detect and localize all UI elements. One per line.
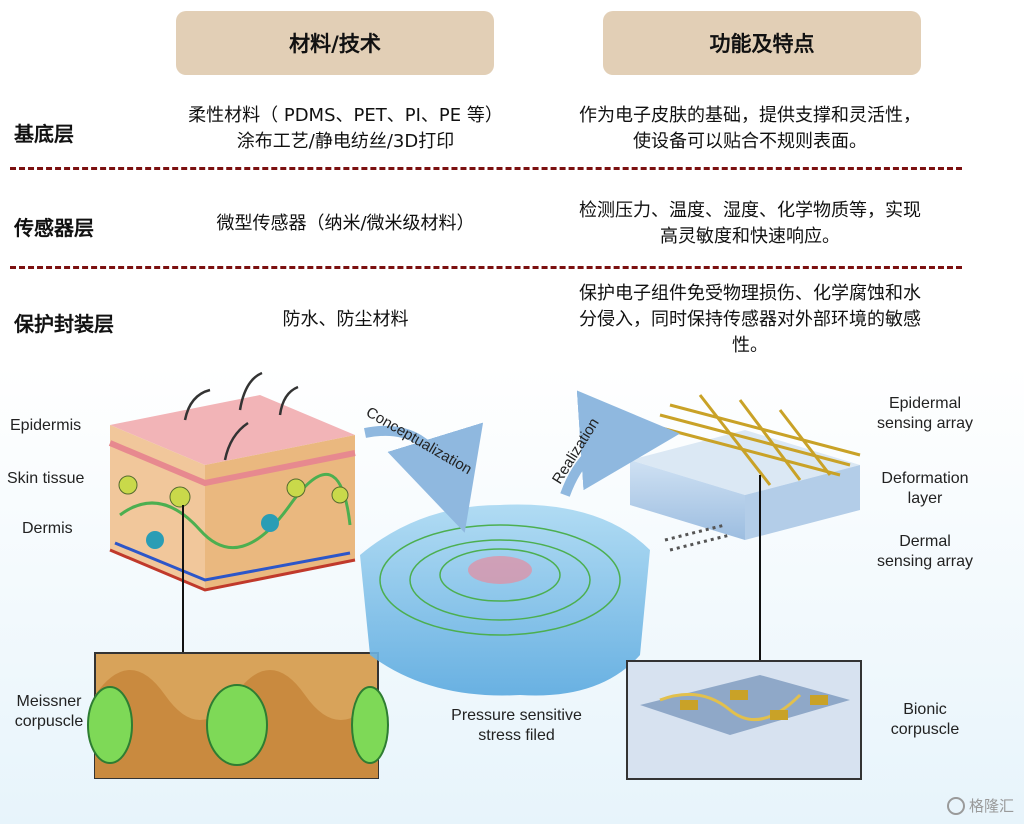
row-label-substrate: 基底层 [14,122,74,146]
row-encapsulation-function: 保护电子组件免受物理损伤、化学腐蚀和水 分侵入，同时保持传感器对外部环境的敏感 … [579,283,921,356]
electronic-skin-illustration: Conceptualization Realization [0,365,1024,824]
row-label-encapsulation: 保护封装层 [14,312,114,336]
label-bionic: Bionic corpuscle [890,701,960,738]
row-substrate-materials: 柔性材料（ PDMS、PET、PI、PE 等） 涂布工艺/静电纺丝/3D打印 [188,105,503,152]
bionic-inset [626,660,862,780]
meissner-inset [87,652,389,779]
row-divider [10,266,962,269]
label-dermal-array: Dermal sensing array [876,533,974,570]
conceptualization-arrow [364,422,484,533]
row-encapsulation-materials: 防水、防尘材料 [282,309,409,330]
label-epidermal-array: Epidermal sensing array [876,395,974,432]
row-sensor-function: 检测压力、温度、湿度、化学物质等，实现 高灵敏度和快速响应。 [579,200,921,247]
header-materials: 材料/技术 [176,11,494,75]
row-label-sensor: 传感器层 [14,216,94,240]
label-skin-tissue: Skin tissue [7,470,85,487]
row-divider [10,167,962,170]
row-substrate-function: 作为电子皮肤的基础，提供支撑和灵活性， 使设备可以贴合不规则表面。 [579,105,921,152]
sensor-array-block [630,394,861,552]
label-meissner: Meissner corpuscle [14,693,84,730]
row-sensor-materials: 微型传感器（纳米/微米级材料） [216,213,475,234]
watermark-logo-icon [946,796,965,815]
skin-block [108,371,356,592]
label-dermis: Dermis [22,520,73,537]
header-function: 功能及特点 [603,11,921,75]
watermark: 格隆汇 [946,795,1014,816]
realization-arrow [560,390,680,497]
label-deformation-layer: Deformation layer [881,470,969,507]
pressure-gel [360,504,650,696]
label-pressure: Pressure sensitive stress filed [451,707,582,744]
label-epidermis: Epidermis [10,417,82,434]
